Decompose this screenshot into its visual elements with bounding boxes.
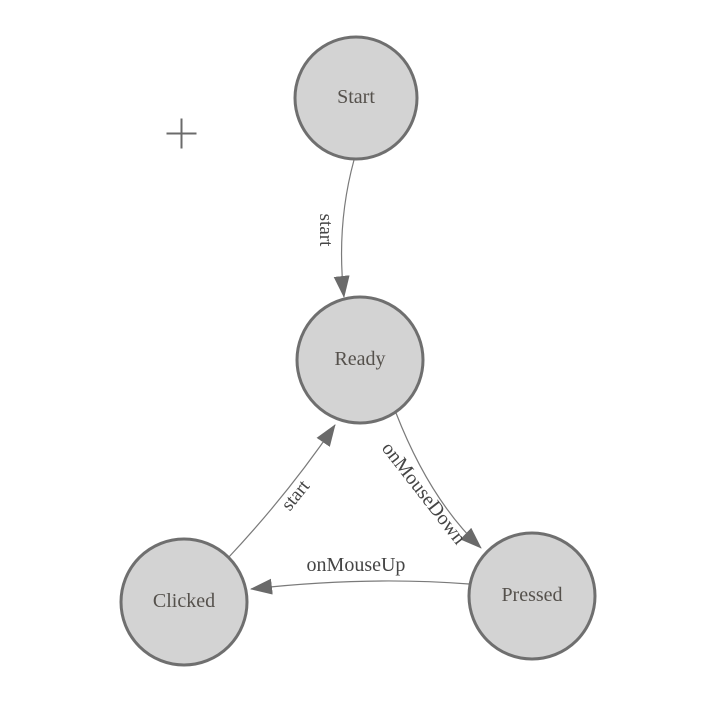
state-node-pressed[interactable] [467,531,597,661]
edge-label-clicked-to-ready: start [277,476,314,515]
transition-edge-ready-to-pressed[interactable] [395,412,482,549]
transition-edge-clicked-to-ready[interactable] [227,424,336,559]
transition-edge-start-to-ready[interactable] [333,159,355,298]
edge-label-start-to-ready: start [315,214,336,247]
state-label-start: Start [337,86,375,108]
state-label-clicked: Clicked [153,590,215,612]
edge-label-pressed-to-clicked: onMouseUp [307,554,406,576]
state-label-ready: Ready [334,348,385,370]
transition-edge-pressed-to-clicked[interactable] [250,578,470,595]
state-label-pressed: Pressed [501,584,562,606]
plus-icon[interactable] [166,118,197,149]
state-node-ready[interactable] [295,295,425,425]
state-node-start[interactable] [293,35,419,161]
edge-label-ready-to-pressed: onMouseDown [377,438,470,549]
state-node-clicked[interactable] [119,537,249,667]
